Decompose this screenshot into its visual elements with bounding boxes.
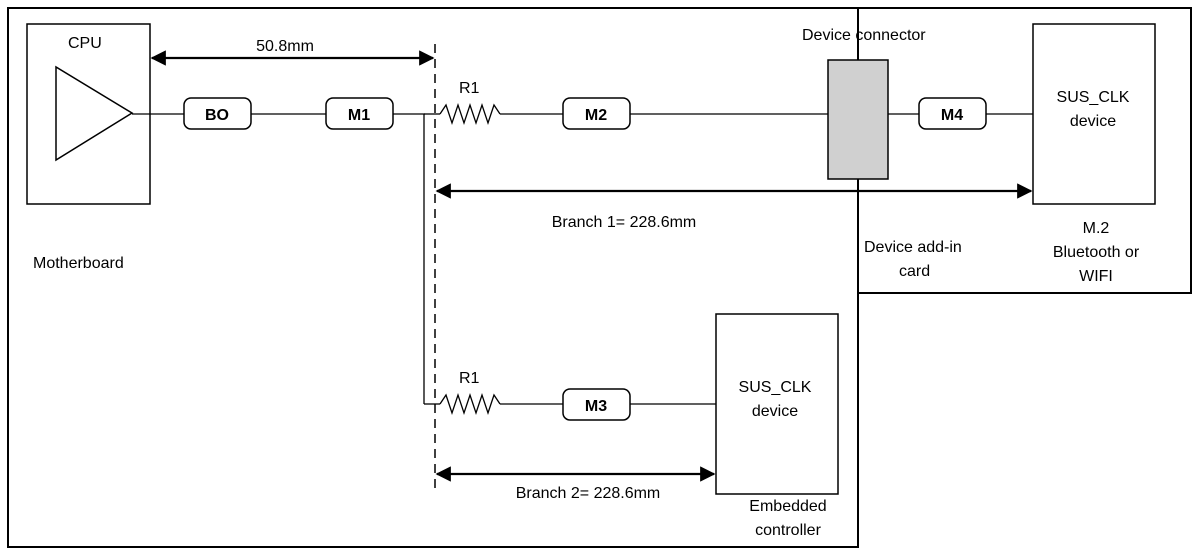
segment-m2: M2 — [562, 97, 631, 130]
dimension-branch2-label: Branch 2= 228.6mm — [516, 485, 661, 502]
svg-text:BO: BO — [205, 107, 229, 124]
svg-text:M4: M4 — [941, 107, 963, 124]
svg-text:M3: M3 — [585, 398, 607, 415]
sus-clk-device-top-label-line1: SUS_CLK — [1057, 89, 1130, 106]
embedded-controller-label-line1: Embedded — [749, 498, 826, 515]
cpu-label: CPU — [68, 35, 102, 52]
m2-label-line3: WIFI — [1079, 268, 1113, 285]
device-connector — [827, 59, 889, 180]
sus-clk-device-bottom-label-line2: device — [752, 403, 798, 420]
device-connector-label: Device connector — [802, 27, 926, 44]
sus-clk-device-bottom — [715, 313, 839, 495]
resistor-r1-top-icon — [439, 102, 501, 126]
device-addin-card-label-line2: card — [899, 263, 930, 280]
segment-m4: M4 — [918, 97, 987, 130]
motherboard-label: Motherboard — [33, 255, 124, 272]
dimension-branch1-label: Branch 1= 228.6mm — [552, 214, 697, 231]
resistor-r1-bottom-label: R1 — [459, 370, 480, 387]
resistor-r1-bottom-icon — [439, 392, 501, 416]
segment-m1: M1 — [325, 97, 394, 130]
segment-m3: M3 — [562, 388, 631, 421]
svg-text:M2: M2 — [585, 107, 607, 124]
m2-label-line1: M.2 — [1083, 220, 1110, 237]
device-addin-card-label-line1: Device add-in — [864, 239, 962, 256]
dimension-cpu-to-split-label: 50.8mm — [256, 38, 314, 55]
sus-clk-device-top-label-line2: device — [1070, 113, 1116, 130]
svg-text:M1: M1 — [348, 107, 370, 124]
embedded-controller-label-line2: controller — [755, 522, 821, 539]
buffer-triangle-icon — [55, 65, 134, 162]
sus-clk-device-top — [1032, 23, 1156, 205]
resistor-r1-top-label: R1 — [459, 80, 480, 97]
segment-bo: BO — [183, 97, 252, 130]
sus-clk-device-bottom-label-line1: SUS_CLK — [739, 379, 812, 396]
m2-label-line2: Bluetooth or — [1053, 244, 1140, 261]
